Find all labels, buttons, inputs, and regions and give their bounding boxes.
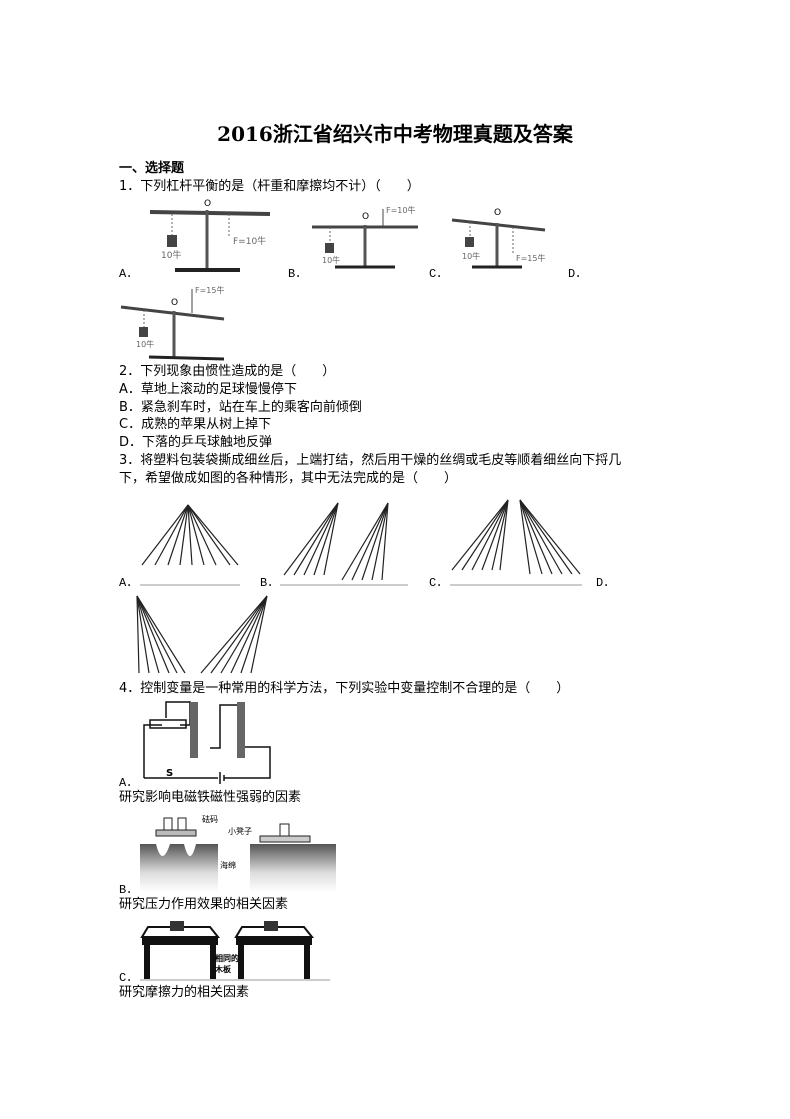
strand bbox=[187, 504, 193, 566]
strand bbox=[499, 499, 509, 571]
question-2-option-b: B．紧急刹车时，站在车上的乘客向前倾倒 bbox=[119, 400, 362, 415]
pressure-experiment-figure: 砝码 小凳子 海绵 bbox=[140, 814, 336, 892]
strand bbox=[371, 502, 389, 581]
board-label-1: 相同的 bbox=[215, 953, 239, 963]
option-d-label: D． bbox=[568, 267, 588, 281]
strands-figure-a bbox=[140, 504, 240, 586]
stool-label: 小凳子 bbox=[228, 826, 252, 836]
strand bbox=[481, 499, 509, 571]
question-2-option-d: D．下落的乒乓球触地反弹 bbox=[119, 435, 273, 450]
page-title: 2016浙江省绍兴市中考物理真题及答案 bbox=[217, 122, 573, 146]
weight-label: 10牛 bbox=[136, 339, 154, 349]
strand bbox=[471, 499, 509, 571]
strand bbox=[519, 499, 543, 575]
strand bbox=[303, 502, 339, 576]
sponge-label: 海绵 bbox=[220, 860, 236, 870]
strand bbox=[187, 504, 217, 566]
lever-figure-d: O 10牛 F=15牛 bbox=[120, 285, 224, 361]
force-label: F=15牛 bbox=[516, 253, 545, 263]
strand bbox=[519, 499, 553, 575]
weight-label: 10牛 bbox=[462, 251, 480, 261]
pivot-label: O bbox=[494, 208, 501, 218]
question-3-stem-line1: 3．将塑料包装袋撕成细丝后，上端打结，然后用干燥的丝绸或毛皮等顺着细丝向下捋几 bbox=[119, 453, 622, 468]
strand bbox=[230, 595, 268, 674]
strand bbox=[136, 595, 160, 674]
friction-experiment-figure: 相同的 木板 bbox=[140, 921, 330, 981]
strand bbox=[451, 499, 509, 571]
weights-label: 砝码 bbox=[202, 814, 218, 824]
weight-label: 10牛 bbox=[322, 255, 340, 265]
strand bbox=[179, 504, 189, 566]
strands-figure-b bbox=[280, 502, 408, 586]
strand bbox=[136, 595, 178, 674]
question-4-stem: 4．控制变量是一种常用的科学方法，下列实验中变量控制不合理的是（ ） bbox=[119, 681, 570, 696]
strand bbox=[240, 595, 268, 674]
strand bbox=[136, 595, 140, 674]
strand bbox=[313, 502, 339, 576]
pivot-label: O bbox=[362, 212, 369, 222]
section-heading: 一、选择题 bbox=[119, 161, 185, 176]
force-label: F=10牛 bbox=[233, 235, 266, 247]
strands-figure-d bbox=[136, 595, 268, 674]
question-2-option-c: C．成熟的苹果从树上掉下 bbox=[119, 417, 272, 432]
option-c-label: C． bbox=[429, 576, 449, 590]
strand bbox=[141, 504, 189, 566]
strand bbox=[210, 595, 268, 674]
option-b-label: B． bbox=[119, 883, 139, 897]
force-label: F=15牛 bbox=[195, 285, 224, 295]
strand bbox=[136, 595, 186, 674]
electromagnet-figure: S bbox=[143, 701, 271, 784]
strand bbox=[187, 504, 239, 566]
strand bbox=[519, 499, 563, 575]
lever-figure-a: O 10牛 F=10牛 bbox=[149, 199, 271, 272]
option-b-caption: 研究压力作用效果的相关因素 bbox=[119, 897, 289, 912]
strand bbox=[187, 504, 205, 566]
strands-figure-c bbox=[450, 499, 582, 586]
option-a-label: A． bbox=[119, 776, 139, 790]
strand bbox=[187, 504, 231, 566]
strand bbox=[351, 502, 389, 581]
question-2-option-a: A．草地上滚动的足球慢慢停下 bbox=[119, 382, 297, 397]
strand bbox=[361, 502, 389, 581]
board-label-2: 木板 bbox=[214, 964, 232, 974]
strand bbox=[461, 499, 509, 571]
strand bbox=[220, 595, 268, 674]
option-d-label: D． bbox=[596, 576, 616, 590]
option-c-label: C． bbox=[429, 267, 449, 281]
question-3-stem-line2: 下，希望做成如图的各种情形，其中无法完成的是（ ） bbox=[119, 471, 458, 486]
lever-figure-b: O 10牛 F=10牛 bbox=[312, 205, 418, 269]
strand bbox=[283, 502, 339, 576]
strand bbox=[136, 595, 150, 674]
strand bbox=[341, 502, 389, 581]
strand bbox=[491, 499, 509, 571]
strand bbox=[519, 499, 531, 575]
strand bbox=[154, 504, 189, 566]
strand bbox=[250, 595, 268, 674]
pivot-label: O bbox=[204, 199, 211, 209]
strand bbox=[519, 499, 581, 575]
force-label: F=10牛 bbox=[386, 205, 415, 215]
weight-label: 10牛 bbox=[161, 249, 181, 261]
option-c-label: C． bbox=[119, 971, 139, 985]
strand bbox=[293, 502, 339, 576]
pivot-label: O bbox=[171, 298, 178, 308]
strand bbox=[136, 595, 170, 674]
strand bbox=[323, 502, 339, 576]
option-c-caption: 研究摩擦力的相关因素 bbox=[119, 985, 250, 1000]
option-a-label: A． bbox=[119, 576, 139, 590]
option-a-label: A． bbox=[119, 267, 139, 281]
option-b-label: B． bbox=[288, 267, 308, 281]
switch-label: S bbox=[166, 768, 173, 779]
question-1-stem: 1．下列杠杆平衡的是（杆重和摩擦均不计）（ ） bbox=[119, 179, 420, 194]
strand bbox=[519, 499, 573, 575]
option-b-label: B． bbox=[260, 576, 280, 590]
lever-figure-c: O 10牛 F=15牛 bbox=[451, 208, 545, 269]
strand bbox=[381, 502, 389, 581]
strand bbox=[200, 595, 268, 674]
strand bbox=[167, 504, 189, 566]
question-2-stem: 2．下列现象由惯性造成的是（ ） bbox=[119, 364, 336, 379]
option-a-caption: 研究影响电磁铁磁性强弱的因素 bbox=[119, 790, 302, 805]
